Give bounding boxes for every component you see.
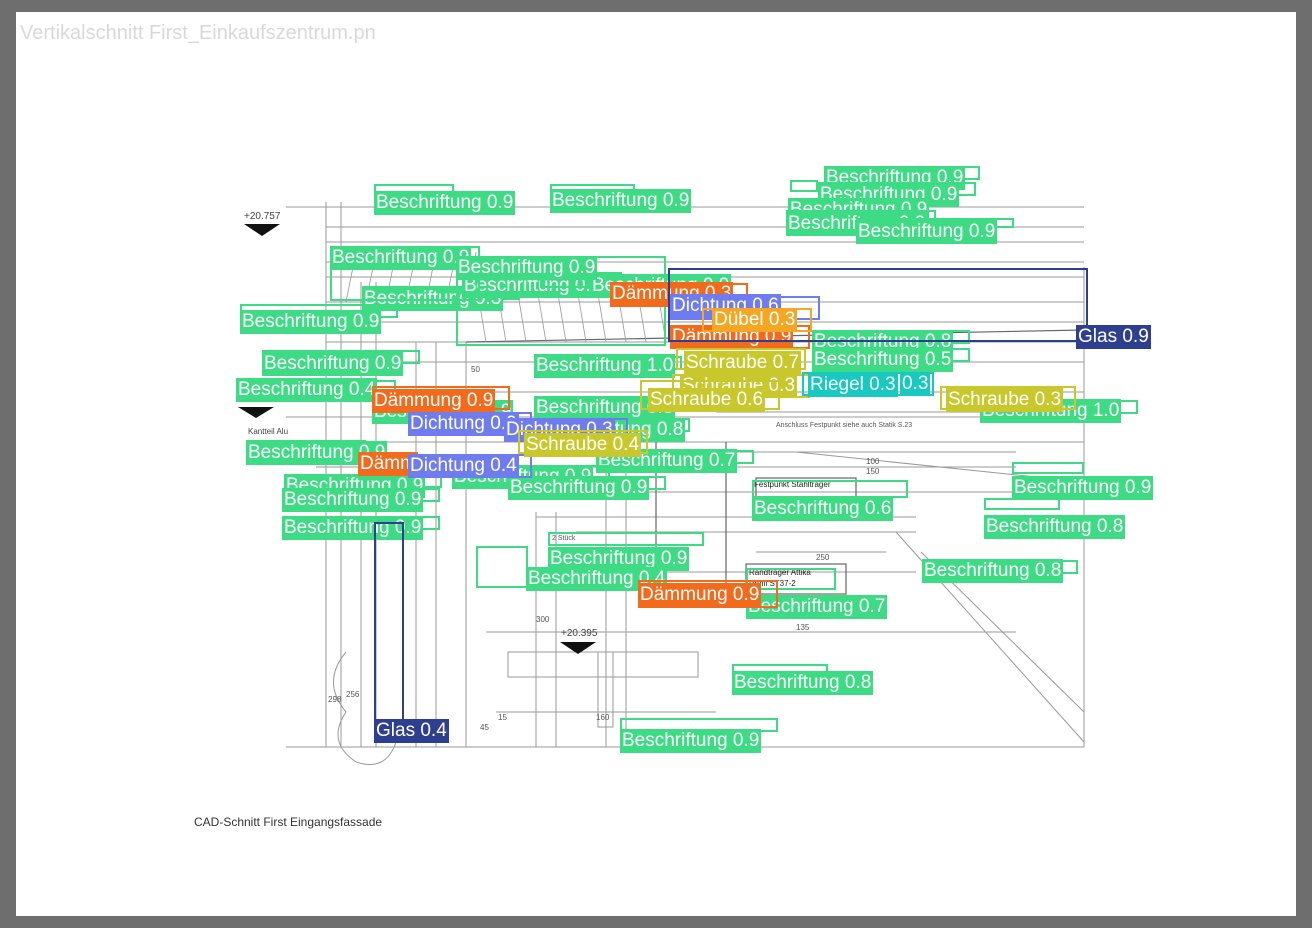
detection-label: Beschriftung 0.9 <box>456 256 598 280</box>
detection-box <box>476 546 528 588</box>
detection-label: Beschriftung 1.0 <box>534 354 676 378</box>
detection-label: Beschriftung 0.9 <box>508 476 650 500</box>
detection-label: Schraube 0.6 <box>648 388 766 412</box>
detection-label: Beschriftung 0.9 <box>330 246 472 270</box>
figure-caption: CAD-Schnitt First Eingangsfassade <box>194 815 383 829</box>
detection-box <box>790 180 818 192</box>
dim-45: 45 <box>480 723 489 732</box>
detection-box <box>1012 462 1084 474</box>
stueck-label: 2 Stück <box>552 535 576 542</box>
detection-box <box>548 532 704 546</box>
detection-label: Dämmung 0.9 <box>638 583 762 607</box>
detection-label: Beschriftung 0.9 <box>1012 476 1154 500</box>
detection-label: Dämm <box>358 452 418 476</box>
detection-label: Beschriftung 0.9 <box>262 352 404 376</box>
detection-label: Beschriftung 0.9 <box>240 310 382 334</box>
detection-label: Beschriftung 0.9 <box>856 220 998 244</box>
detection-label: Schraube 0.3 <box>946 388 1064 412</box>
detection-label: Beschriftung 0.7 <box>746 595 888 619</box>
detection-label: Dübel 0.3 <box>712 308 798 332</box>
detection-label: Glas 0.9 <box>1076 325 1151 349</box>
detection-label: 0.3 <box>900 372 931 396</box>
detection-label: Beschriftung 0.8 <box>732 671 874 695</box>
detection-label: Beschriftung 0.9 <box>282 488 424 512</box>
detection-label: Schraube 0.7 <box>684 351 802 375</box>
dim-300: 300 <box>536 615 550 624</box>
detection-label: Beschriftung 0.9 <box>620 729 762 753</box>
detection-label: Schraube 0.4 <box>524 433 642 457</box>
dim-298: 298 <box>328 695 342 704</box>
detection-label: Beschriftung 0.7 <box>596 449 738 473</box>
randtraeger-label: Randträger Attika <box>749 568 811 577</box>
festpunkt-label: Festpunkt Stahlträger <box>754 480 831 489</box>
elevation-bottom-label: +20.395 <box>561 628 598 639</box>
detection-label: Beschriftung 0.9 <box>374 191 516 215</box>
detection-label: Beschriftung 0.6 <box>752 497 894 521</box>
detection-label: Glas 0.4 <box>374 719 449 743</box>
detection-label: Dichtung 0.4 <box>408 454 519 478</box>
detection-box <box>374 522 404 732</box>
detection-label: Beschriftung 0.5 <box>812 348 954 372</box>
detection-box <box>752 480 908 498</box>
detection-label: Beschriftung 0.4 <box>236 378 378 402</box>
dim-160: 160 <box>596 713 610 722</box>
profil-label: Profil ST37-2 <box>749 579 796 588</box>
dim-15: 15 <box>498 713 507 722</box>
kantteil-label: Kantteil Alu <box>248 427 288 436</box>
window-title: Vertikalschnitt First_Einkaufszentrum.pn <box>20 22 376 44</box>
dim-100: 100 <box>866 457 880 466</box>
detection-label: Dichtung 0.9 <box>408 412 519 436</box>
detection-label: Dämmung 0.9 <box>372 389 496 413</box>
detection-label: Beschriftung 0.9 <box>550 189 692 213</box>
detection-label: Beschriftung 0.8 <box>984 515 1126 539</box>
dim-150: 150 <box>866 467 880 476</box>
detection-label: Riegel 0.3 <box>808 373 898 397</box>
detection-label: Beschriftung 0.8 <box>922 559 1064 583</box>
dim-50: 50 <box>471 365 480 374</box>
anschluss-label: Anschluss Festpunkt siehe auch Statik S.… <box>776 422 912 429</box>
dim-256: 256 <box>346 690 360 699</box>
dim-250: 250 <box>816 553 830 562</box>
elevation-top-label: +20.757 <box>244 211 281 222</box>
detection-label: Beschriftung 0.9 <box>282 516 424 540</box>
dim-135: 135 <box>796 623 810 632</box>
